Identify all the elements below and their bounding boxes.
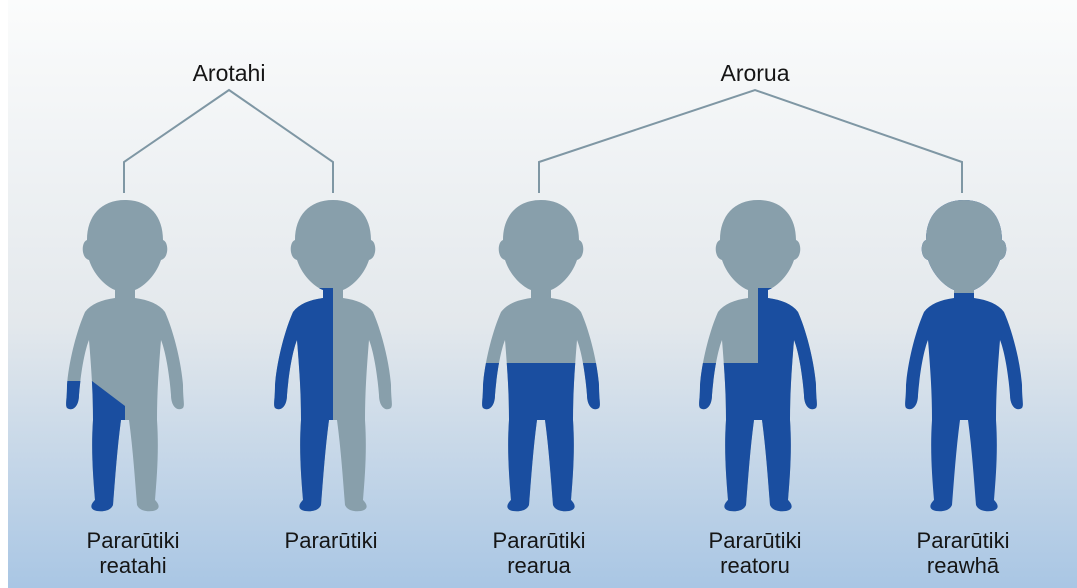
caption-line: reawhā: [926, 553, 1000, 578]
caption-line: Pararūtiki: [86, 528, 180, 553]
group-label-arotahi: Arotahi: [192, 60, 266, 86]
child-figure-reawha: [905, 200, 1023, 512]
child-figure-hemi: [274, 200, 392, 512]
caption-line: reatoru: [720, 553, 790, 578]
caption-line: Pararūtiki: [708, 528, 802, 553]
connector-arorua: [538, 88, 963, 193]
affected-region: [274, 288, 333, 512]
caption-figure-2: Pararūtiki: [231, 528, 431, 553]
unaffected-head: [905, 200, 1023, 293]
caption-line: Pararūtiki: [916, 528, 1010, 553]
caption-figure-1: Pararūtiki reatahi: [33, 528, 233, 578]
caption-figure-3: Pararūtiki rearua: [439, 528, 639, 578]
child-figure-reatahi: [66, 200, 184, 512]
affected-region: [482, 363, 600, 512]
child-figure-reatoru: [699, 200, 817, 512]
caption-figure-5: Pararūtiki reawhā: [863, 528, 1063, 578]
connector-lines: [123, 88, 963, 193]
connector-arotahi: [123, 88, 334, 193]
caption-line: reatahi: [99, 553, 167, 578]
affected-region: [66, 381, 125, 512]
child-figure-rearua: [482, 200, 600, 512]
affected-region: [699, 288, 817, 512]
caption-figure-4: Pararūtiki reatoru: [655, 528, 855, 578]
caption-line: rearua: [507, 553, 571, 578]
group-label-arorua: Arorua: [720, 60, 790, 86]
caption-line: Pararūtiki: [492, 528, 586, 553]
caption-line: Pararūtiki: [284, 528, 378, 553]
